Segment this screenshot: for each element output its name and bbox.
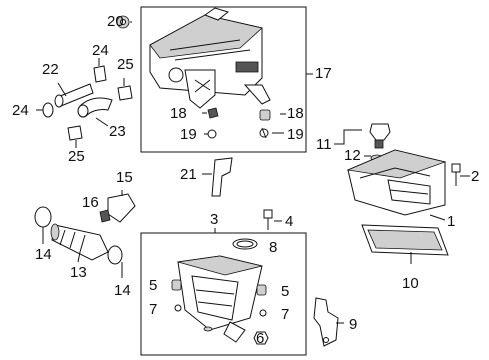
filter-element-10	[361, 224, 449, 264]
callout-13: 13	[70, 264, 87, 281]
callout-24-top: 24	[92, 42, 109, 59]
duct-13	[50, 223, 109, 263]
bolt-2	[451, 163, 470, 186]
callout-5-right: 5	[281, 283, 290, 300]
hose-23	[77, 97, 113, 127]
screw-19-left	[204, 129, 217, 139]
resonator-assembly	[149, 7, 271, 109]
grommet-18-right	[259, 109, 271, 121]
callout-21: 21	[180, 166, 197, 183]
washer-small	[203, 326, 213, 332]
lower-housing	[177, 255, 263, 343]
callout-11: 11	[316, 136, 332, 153]
callout-7-left: 7	[149, 301, 158, 318]
callout-25-bottom: 25	[68, 148, 85, 165]
callout-20: 20	[107, 13, 124, 30]
callout-17: 17	[315, 65, 332, 82]
callout-23: 23	[109, 123, 126, 140]
callout-19-right: 19	[287, 126, 304, 143]
callout-7-right: 7	[281, 306, 290, 323]
lower-box	[140, 228, 307, 356]
callout-5-left: 5	[149, 277, 158, 294]
cap-20	[116, 15, 130, 29]
callout-10: 10	[402, 275, 419, 292]
callout-18-right: 18	[287, 105, 304, 122]
clamp-14-right	[107, 245, 123, 278]
callout-14-right: 14	[114, 282, 131, 299]
callout-18-left: 18	[170, 105, 187, 122]
clamp-25-lower	[67, 125, 83, 148]
housing-cover-1	[346, 149, 447, 221]
bolt-4	[263, 209, 282, 230]
callout-1: 1	[447, 213, 456, 230]
callout-16: 16	[82, 194, 99, 211]
seal-ring-8	[232, 238, 258, 250]
clip-25-upper	[117, 78, 133, 101]
mount-5-left	[171, 279, 182, 291]
clip-16	[99, 209, 111, 223]
callout-2: 2	[471, 168, 480, 185]
mount-5-right	[256, 284, 267, 296]
callout-15: 15	[116, 169, 133, 186]
callout-12: 12	[344, 147, 361, 164]
nut-6	[253, 331, 269, 345]
bracket-21	[202, 157, 233, 197]
callout-19-left: 19	[180, 126, 197, 143]
callout-14-left: 14	[35, 246, 52, 263]
bolt-7-right	[259, 309, 267, 317]
callout-25-top: 25	[117, 56, 134, 73]
clip-18-left	[202, 107, 219, 119]
callout-24-left: 24	[12, 102, 29, 119]
clip-24-upper	[93, 58, 107, 83]
resonator-box	[140, 6, 313, 153]
callout-22: 22	[42, 61, 59, 78]
clamp-14-left	[34, 206, 52, 244]
callout-6: 6	[256, 330, 265, 347]
callout-9: 9	[349, 316, 358, 333]
callout-4: 4	[285, 213, 294, 230]
callout-3: 3	[210, 211, 219, 228]
clamp-24-left	[36, 102, 54, 118]
hose-22	[54, 82, 94, 108]
sensor-11	[334, 123, 391, 149]
bracket-9	[313, 297, 344, 347]
bolt-7-left	[174, 304, 182, 312]
screw-19-right	[259, 127, 269, 139]
resonator-15	[107, 190, 136, 223]
callout-8: 8	[269, 239, 278, 256]
